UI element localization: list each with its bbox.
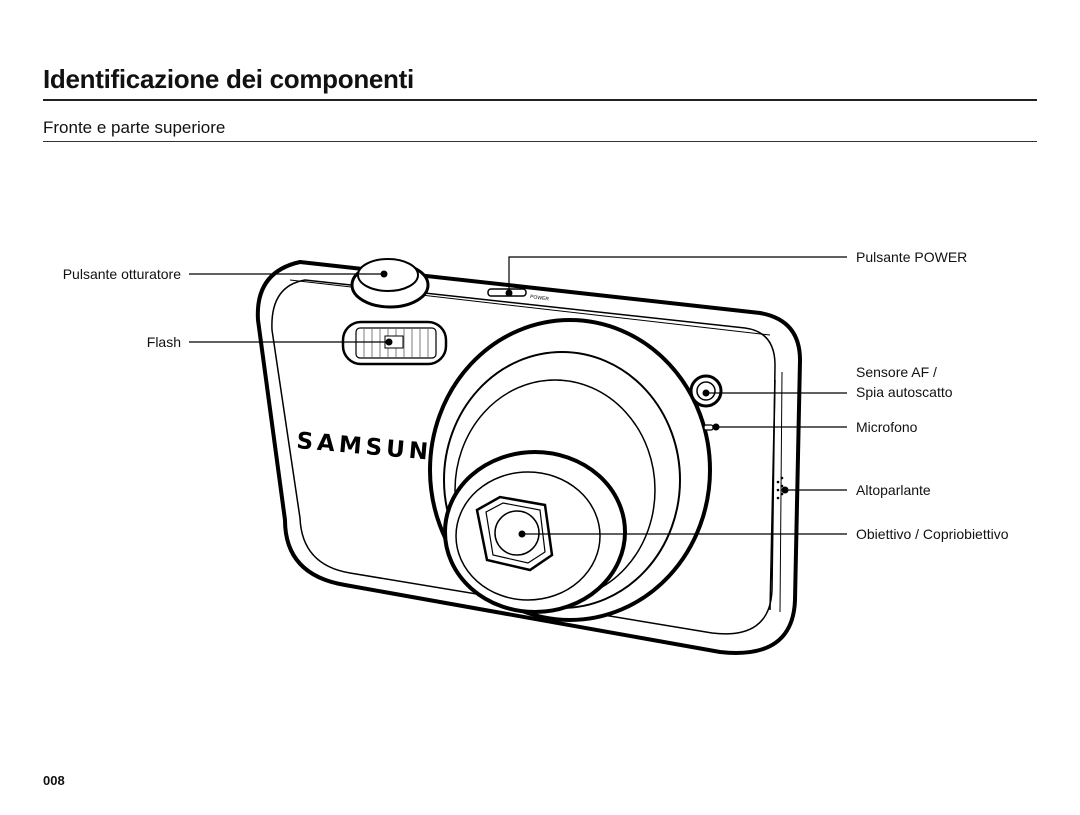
label-af-sensor-1: Sensore AF / (856, 364, 937, 380)
power-engraving: POWER (530, 294, 550, 303)
speaker-grille (776, 476, 784, 500)
shutter-button (350, 258, 430, 309)
page-number: 008 (43, 773, 65, 788)
section-title: Fronte e parte superiore (43, 118, 226, 137)
label-af-sensor-2: Spia autoscatto (856, 384, 953, 400)
flash-window (341, 320, 448, 366)
title-divider (43, 99, 1037, 101)
page-title: Identificazione dei componenti (43, 64, 414, 94)
label-shutter: Pulsante otturatore (63, 266, 182, 282)
label-power: Pulsante POWER (856, 249, 967, 265)
label-speaker: Altoparlante (856, 482, 931, 498)
microphone-hole (703, 424, 714, 431)
section-divider (43, 141, 1037, 142)
label-flash: Flash (147, 334, 181, 350)
label-lens: Obiettivo / Copriobiettivo (856, 526, 1009, 542)
lens-assembly (428, 318, 712, 622)
leader-power (508, 256, 847, 293)
label-microphone: Microfono (856, 419, 918, 435)
